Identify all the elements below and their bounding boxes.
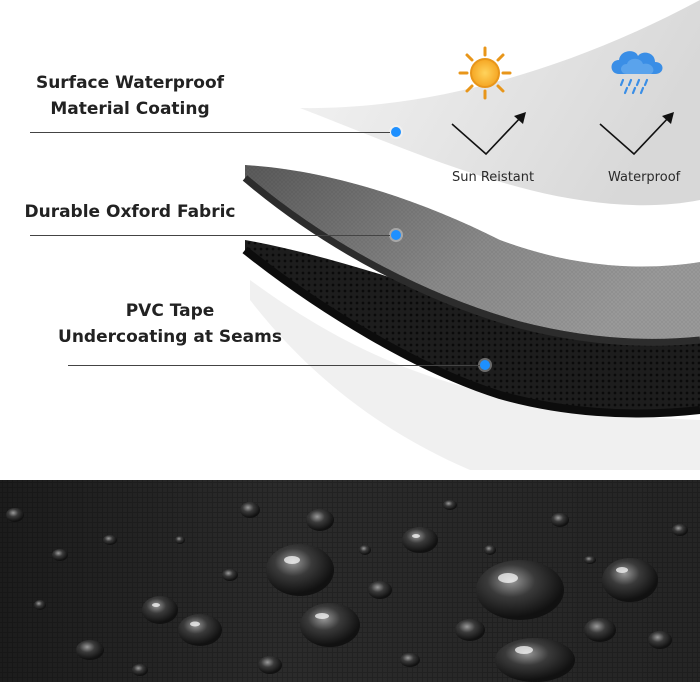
oxford-leader-line [30, 235, 390, 236]
coating-callout-dot [391, 127, 401, 137]
droplets [6, 500, 688, 682]
sun-check-arrow-icon [451, 112, 526, 156]
sun-icon [458, 46, 512, 100]
pvc-label: PVC Tape Undercoating at Seams [50, 298, 290, 350]
water-droplets-photo [0, 480, 700, 682]
rain-cloud-icon [611, 51, 663, 95]
pvc-tape-layer [245, 240, 700, 414]
sun-resistant-label: Sun Reistant [452, 170, 535, 185]
oxford-label-line-1: Durable Oxford Fabric [24, 202, 236, 222]
pvc-callout-dot [480, 360, 490, 370]
coating-label: Surface Waterproof Material Coating [20, 70, 240, 122]
waterproof-label: Waterproof [608, 170, 681, 185]
coating-leader-line [30, 132, 390, 133]
fabric-layers-illustration [242, 0, 700, 470]
pvc-leader-line [68, 365, 480, 366]
pvc-label-line-1: PVC Tape [125, 301, 215, 321]
oxford-label: Durable Oxford Fabric [20, 199, 240, 225]
waterproof-check-arrow-icon [599, 112, 674, 156]
layers-shadow [250, 280, 700, 470]
waterproof-coating-layer [300, 0, 700, 206]
coating-label-line-1: Surface Waterproof [35, 73, 225, 93]
pvc-label-line-2: Undercoating at Seams [58, 327, 282, 347]
coating-label-line-2: Material Coating [50, 99, 210, 119]
oxford-callout-dot [391, 230, 401, 240]
